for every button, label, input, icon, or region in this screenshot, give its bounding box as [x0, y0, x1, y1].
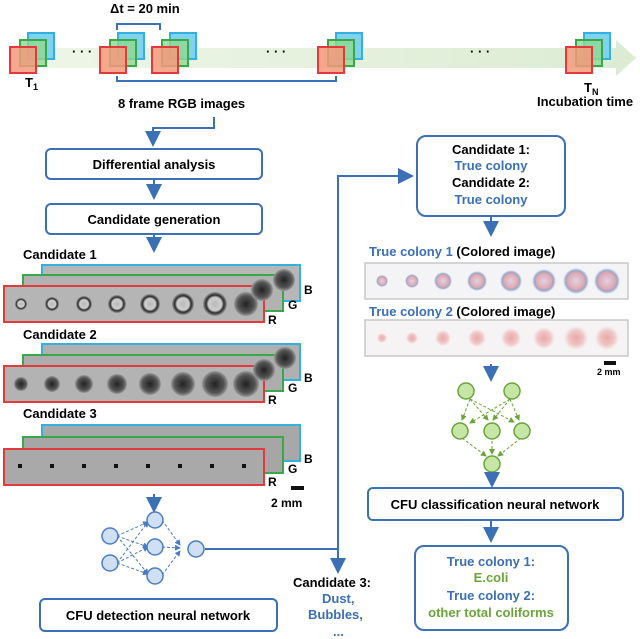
tn-label: TN: [584, 80, 598, 97]
ellipsis-3: · · ·: [470, 44, 490, 59]
frame-stack-2: [99, 32, 145, 74]
frames-caption: 8 frame RGB images: [118, 96, 245, 111]
candidate-2-b: B: [304, 371, 313, 385]
connector-to-right-flow: [337, 168, 414, 549]
frame-stack-tn: [565, 32, 611, 74]
scale-label-left: 2 mm: [271, 496, 302, 510]
classification-network-box: [367, 487, 624, 521]
cand1-label: Candidate 1:: [452, 142, 530, 157]
candidate-generation-label: Candidate generation: [88, 212, 221, 227]
candidate-3-g: G: [288, 462, 297, 476]
candidate-1-b: B: [304, 283, 313, 297]
frame-stack-3: [151, 32, 197, 74]
candidate-3-b: B: [304, 452, 313, 466]
candidate-1-strips: [3, 264, 301, 323]
candidate-1-label: Candidate 1: [23, 247, 97, 262]
rejected-more: ...: [333, 624, 344, 639]
colony1-strip: [364, 262, 629, 300]
detection-network-label: CFU detection neural network: [66, 608, 251, 623]
classification-result-box: [414, 545, 569, 631]
colony2-strip: [364, 319, 629, 357]
differential-analysis-label: Differential analysis: [93, 157, 216, 172]
scale-label-right: 2 mm: [597, 367, 621, 377]
delta-t-bracket: [116, 23, 161, 30]
rejected-bubbles: Bubbles,: [308, 607, 363, 622]
classification-network-label: CFU classification neural network: [391, 497, 601, 512]
candidate-generation-box: [45, 203, 263, 235]
cand2-value: True colony: [455, 192, 529, 207]
candidate-1-g: G: [288, 298, 297, 312]
candidate-3-r: R: [268, 475, 277, 489]
rejected-dust: Dust,: [322, 591, 355, 606]
candidates-result-box: [416, 135, 566, 217]
candidate-2-strips: [3, 343, 301, 403]
colony1-heading: True colony 1 (Colored image): [369, 244, 555, 259]
differential-analysis-box: [45, 148, 263, 180]
cand2-label: Candidate 2:: [452, 175, 530, 190]
scale-bar-left: [291, 486, 304, 490]
rejected-title: Candidate 3:: [293, 575, 371, 590]
result1-label: True colony 1:: [447, 554, 535, 569]
candidate-3-strips: [3, 424, 301, 486]
detection-network-graph: [101, 511, 338, 585]
delta-t-label: Δt = 20 min: [110, 1, 180, 16]
frames-bracket: [116, 76, 337, 82]
incubation-time-label: Incubation time: [537, 94, 633, 109]
cand1-value: True colony: [455, 158, 529, 173]
classification-network-graph: [451, 382, 531, 473]
ellipsis-2: · · ·: [266, 44, 286, 59]
colony2-heading: True colony 2 (Colored image): [369, 304, 555, 319]
scale-bar-right: [604, 361, 616, 365]
result2-value: other total coliforms: [428, 605, 554, 620]
t1-label: T1: [25, 75, 38, 92]
candidate-2-r: R: [268, 393, 277, 407]
ellipsis-1: · · ·: [72, 44, 92, 59]
result2-label: True colony 2:: [447, 588, 535, 603]
candidate-2-label: Candidate 2: [23, 327, 97, 342]
timeline: · · · · · · · · · Δt = 20 min T1 TN Incu…: [9, 1, 636, 111]
candidate-3-label: Candidate 3: [23, 406, 97, 421]
result1-value: E.coli: [474, 570, 509, 585]
frame-stack-4: [317, 32, 363, 74]
detection-network-box: [39, 598, 278, 632]
frame-stack-t1: [9, 32, 55, 74]
candidate-2-g: G: [288, 381, 297, 395]
candidate-1-r: R: [268, 313, 277, 327]
connector-frames-to-diff: [145, 117, 215, 147]
